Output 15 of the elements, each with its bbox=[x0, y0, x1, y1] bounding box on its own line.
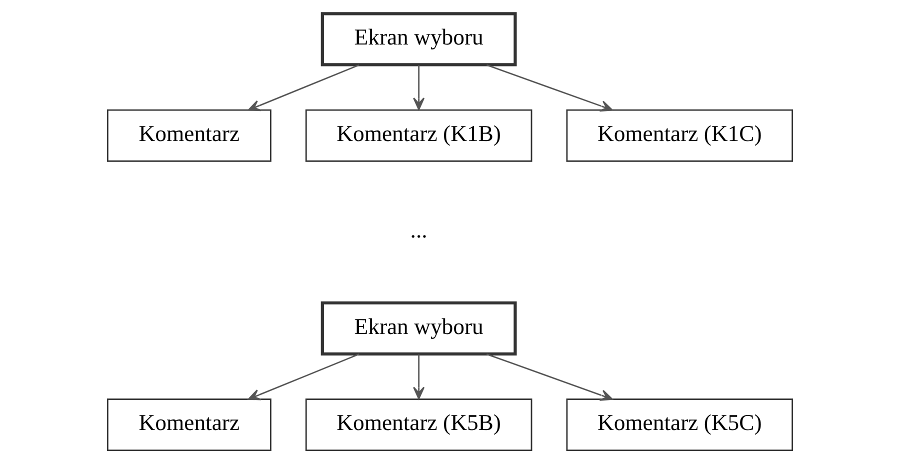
node-box: Ekran wyboru bbox=[320, 301, 516, 356]
arrow bbox=[412, 65, 424, 110]
node-box: Komentarz (K5C) bbox=[566, 398, 793, 451]
arrow bbox=[247, 353, 359, 400]
node-box: Komentarz (K1B) bbox=[304, 109, 532, 162]
arrow bbox=[412, 354, 424, 400]
node-box: Ekran wyboru bbox=[320, 12, 516, 66]
arrow bbox=[486, 64, 612, 112]
arrow bbox=[486, 353, 612, 401]
label: ... bbox=[410, 217, 427, 242]
node-box: Komentarz bbox=[106, 109, 271, 162]
arrow bbox=[247, 64, 359, 112]
node-box: Komentarz bbox=[106, 398, 271, 451]
node-box: Komentarz (K5B) bbox=[304, 398, 532, 451]
node-box: Komentarz (K1C) bbox=[566, 109, 793, 162]
